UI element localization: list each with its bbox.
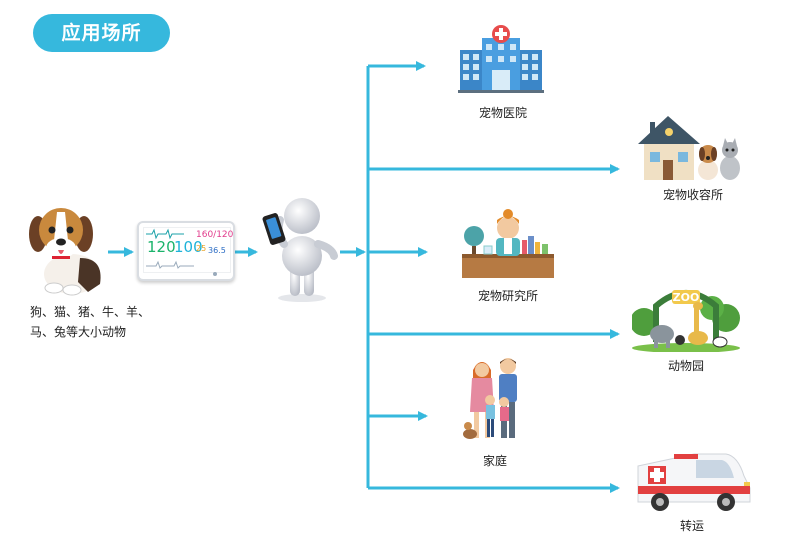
ambulance-icon [637,453,751,511]
destination-label-institute: 宠物研究所 [477,289,538,303]
spo2-value: 100 [174,238,203,256]
temperature-value: 36.5 [208,246,226,255]
monitor-waveform [146,228,194,269]
heart-rate-value: 120 [147,238,176,256]
family-icon [463,358,517,439]
zoo-icon: ZOO [632,290,740,352]
destination-label-shelter: 宠物收容所 [662,188,723,202]
section-title: 应用场所 [33,14,170,52]
hospital-icon [458,25,544,93]
dog-icon [29,208,101,296]
svg-text:ZOO: ZOO [673,291,700,304]
shelter-icon [638,116,740,180]
respiration-value: 25 [196,244,207,253]
person-with-phone-icon [262,198,338,302]
researcher-icon [462,209,554,278]
destination-label-zoo: 动物园 [667,359,704,373]
animal-types-label: 狗、猫、猪、牛、羊、 马、兔等大小动物 [30,305,151,339]
destination-label-family: 家庭 [482,454,507,468]
destination-label-hospital: 宠物医院 [478,106,527,120]
destination-label-transport: 转运 [679,519,704,533]
blood-pressure-value: 160/120 [196,230,234,240]
patient-monitor: 120 100 160/120 25 36.5 [137,221,235,281]
